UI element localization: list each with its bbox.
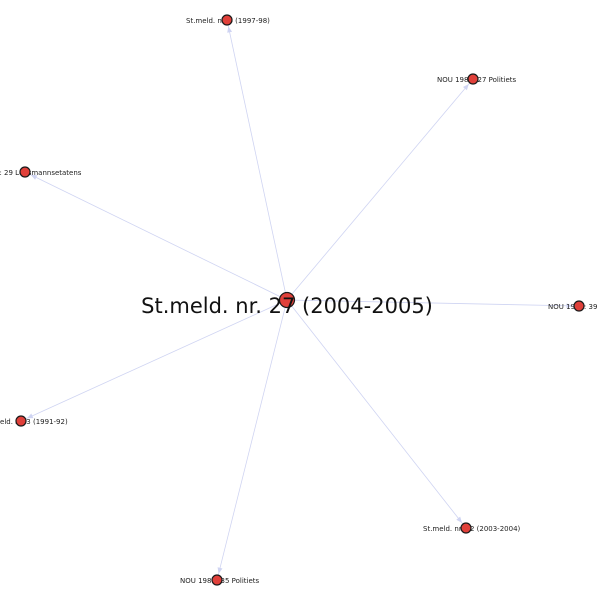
graph-node-n6[interactable]: St.meld. nr. 42 (2003-2004) [423,522,521,534]
edge-arrow-n1 [227,26,233,33]
node-circle[interactable] [211,574,223,586]
edge-n1 [226,19,288,301]
graph-node-n3[interactable]: 1: 29 Lensmannsetatens [0,166,82,178]
node-label: St.meld. nr. 42 (2003-2004) [423,525,521,533]
graph-node-n7[interactable]: NOU 1981: 35 Politiets [180,574,260,586]
node-circle[interactable] [467,73,479,85]
edge-arrow-n7 [217,567,223,574]
graph-node-n5[interactable]: Meld. nr. 3 (1991-92) [0,415,68,427]
edge-n5 [20,299,288,422]
center-node-label: St.meld. nr. 27 (2004-2005) [141,294,433,318]
node-label: Meld. nr. 3 (1991-92) [0,418,68,426]
node-circle[interactable] [19,166,31,178]
edge-n4 [286,299,580,307]
graph-nodes: St.meld. nr. 3 (1997-98) NOU 1981: 27 Pol… [0,14,600,586]
edge-n6 [286,299,467,529]
node-circle[interactable] [15,415,27,427]
edge-arrow-n4 [566,303,573,309]
edge-arrow-n6 [456,516,462,523]
edge-arrow-n2 [463,84,469,91]
graph-node-n2[interactable]: NOU 1981: 27 Politiets [437,73,517,85]
graph-node-n4[interactable]: NOU 1981: 39 P [548,300,600,312]
node-circle[interactable] [460,522,472,534]
graph-node-center[interactable]: St.meld. nr. 27 (2004-2005) [141,291,433,319]
edge-arrow-n5 [26,413,34,419]
graph-edges [20,19,580,581]
edge-n2 [286,78,474,301]
graph-node-n1[interactable]: St.meld. nr. 3 (1997-98) [186,14,270,26]
node-label: 1: 29 Lensmannsetatens [0,169,82,177]
edge-n7 [216,299,288,581]
node-circle[interactable] [221,14,233,26]
edge-arrow-n3 [30,174,38,180]
edge-n3 [24,171,288,301]
center-node-circle[interactable] [278,291,296,309]
node-circle[interactable] [573,300,585,312]
